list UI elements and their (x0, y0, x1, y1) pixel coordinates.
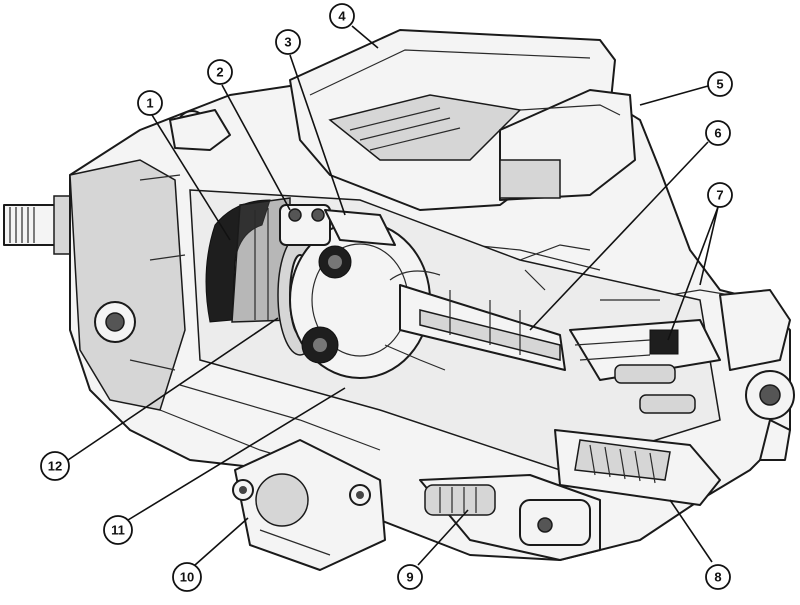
leader-12 (64, 317, 279, 463)
leader-2 (221, 84, 291, 211)
distributor-plunger (384, 270, 566, 371)
callout-8-label: 8 (714, 570, 721, 585)
drive-shaft (3, 195, 77, 255)
leader-7a (667, 206, 719, 341)
callout-7: 7 (707, 182, 733, 208)
callout-7-label: 7 (716, 188, 723, 203)
callout-6: 6 (705, 120, 731, 146)
solenoid-valve (554, 429, 721, 506)
callout-12-label: 12 (48, 459, 62, 474)
leader-10 (194, 517, 249, 566)
callout-10-label: 10 (180, 570, 194, 585)
callout-2-label: 2 (216, 65, 223, 80)
timing-device (279, 204, 396, 246)
callout-8: 8 (705, 564, 731, 590)
leader-7b (699, 206, 719, 286)
electronic-control-unit (289, 29, 636, 211)
callout-11-label: 11 (111, 523, 125, 538)
callout-6-label: 6 (714, 126, 721, 141)
leader-1 (151, 114, 231, 241)
shut-off-solenoid (419, 474, 601, 561)
callout-10: 10 (172, 562, 202, 592)
leader-3 (289, 54, 346, 216)
delivery-valves (569, 289, 795, 461)
callout-9-label: 9 (406, 570, 413, 585)
callout-3: 3 (275, 29, 301, 55)
leader-6 (529, 141, 709, 331)
callout-1-label: 1 (146, 96, 153, 111)
leader-5 (639, 85, 709, 106)
callout-3-label: 3 (284, 35, 291, 50)
callout-1: 1 (137, 90, 163, 116)
callout-12: 12 (40, 451, 70, 481)
callout-5: 5 (707, 71, 733, 97)
callout-5-label: 5 (716, 77, 723, 92)
callout-9: 9 (397, 564, 423, 590)
callout-11: 11 (103, 515, 133, 545)
callout-2: 2 (207, 59, 233, 85)
pressure-control-cover (232, 439, 386, 571)
leader-8 (669, 499, 713, 563)
leader-lines (64, 25, 719, 566)
leader-4 (351, 25, 379, 49)
callout-4: 4 (329, 3, 355, 29)
leader-11 (127, 387, 346, 521)
callout-4-label: 4 (338, 9, 346, 24)
leader-9 (417, 509, 469, 566)
housing-detail-lines (129, 174, 660, 371)
